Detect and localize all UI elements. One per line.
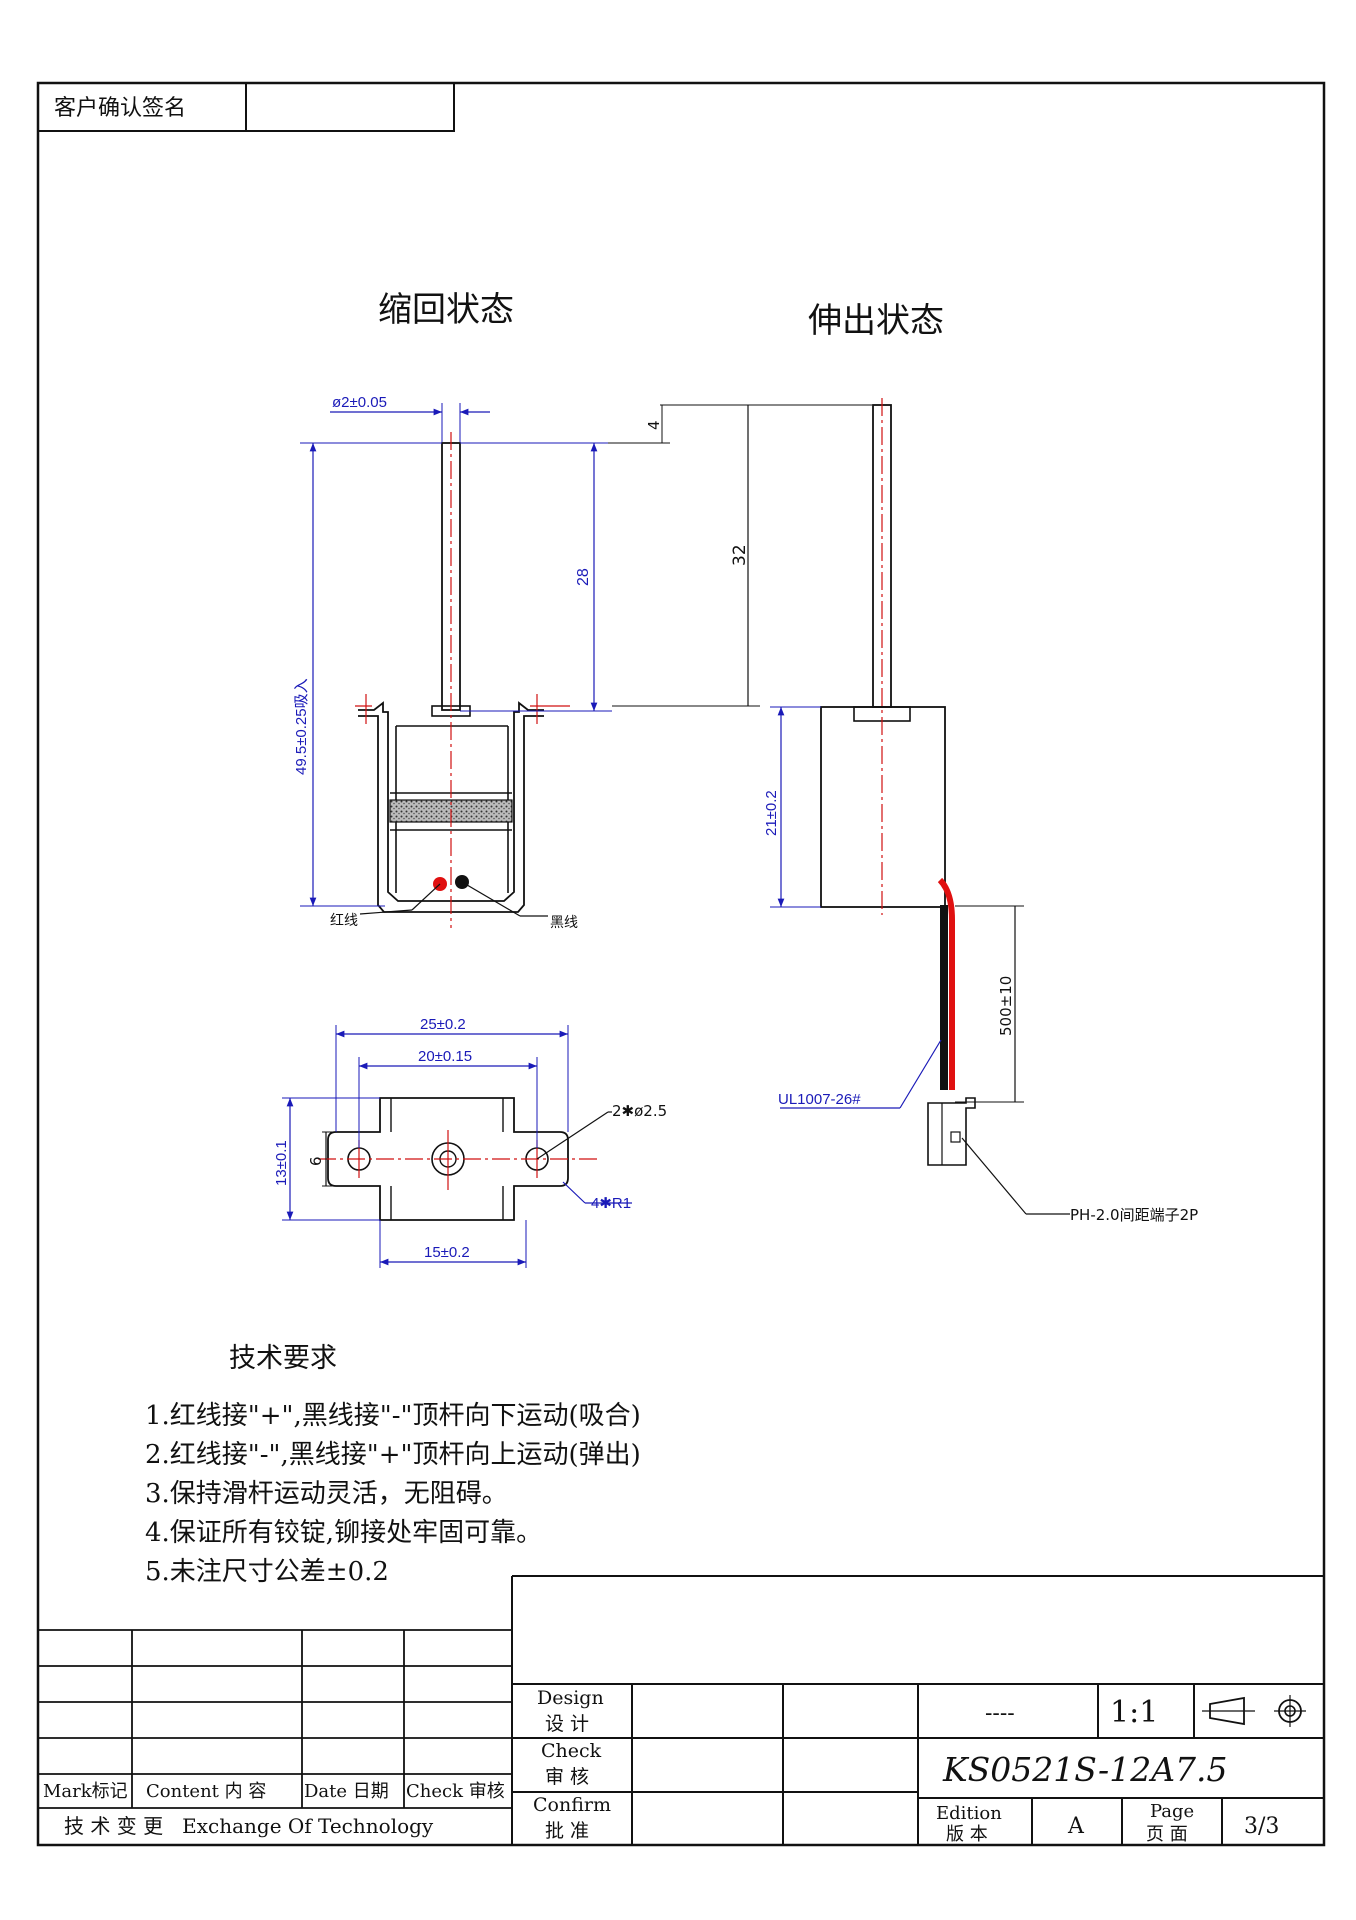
tech-requirement-3: 3.保持滑杆运动灵活，无阻碍。: [145, 1479, 508, 1509]
extended-view-title: 伸出状态: [808, 301, 944, 341]
extended-view: 32 21±0.2 500±10 UL1007-26# PH-2.0间距端子2P: [612, 398, 1198, 1224]
dim-base-height: 13±0.1: [273, 1140, 290, 1186]
customer-signature-box: 客户确认签名: [37, 82, 455, 132]
dim-overall-height: 49.5±0.25吸入: [293, 678, 310, 775]
black-wire-label: 黑线: [550, 915, 578, 931]
part-number: KS0521S-12A7.5: [942, 1750, 1228, 1789]
dim-extended-length: 32: [730, 544, 750, 566]
dim-body-height: 21±0.2: [763, 790, 780, 836]
edition-label-cn: 版 本: [946, 1824, 988, 1845]
dim-rod-diameter: ø2±0.05: [332, 394, 387, 411]
projection-symbol-icon: [1202, 1695, 1306, 1727]
tech-requirement-2: 2.红线接"-",黑线接"+"顶杆向上运动(弹出): [145, 1440, 641, 1470]
dim-stroke: 4: [645, 420, 663, 430]
dim-width-outer: 25±0.2: [420, 1016, 466, 1033]
page-label-en: Page: [1150, 1801, 1194, 1822]
retracted-view-title: 缩回状态: [378, 290, 514, 330]
drawing-border: [36, 81, 1326, 1847]
dim-center-height: 6: [307, 1156, 325, 1166]
page-value: 3/3: [1244, 1814, 1279, 1839]
dim-wire-length: 500±10: [997, 976, 1015, 1036]
ph-connector: [927, 1097, 976, 1166]
col-check: Check 审核: [406, 1781, 505, 1802]
dim-base-width: 15±0.2: [424, 1244, 470, 1261]
title-block: Mark标记 Content 内 容 Date 日期 Check 审核 技 术 …: [38, 1575, 1324, 1845]
tech-requirement-1: 1.红线接"+",黑线接"-"顶杆向下运动(吸合): [145, 1401, 641, 1431]
check-label-cn: 审 核: [545, 1766, 589, 1788]
edition-value: A: [1067, 1814, 1085, 1839]
red-wire: [937, 877, 955, 1090]
dim-holes: 2✱ø2.5: [612, 1102, 667, 1120]
design-label-en: Design: [537, 1687, 604, 1709]
tech-requirements: 技术要求 1.红线接"+",黑线接"-"顶杆向下运动(吸合) 2.红线接"-",…: [145, 1343, 641, 1587]
col-content: Content 内 容: [146, 1781, 266, 1802]
design-label-cn: 设 计: [545, 1713, 589, 1735]
base-plate-view: 25±0.2 20±0.15 13±0.1 6 15±0.2 2✱ø2.5 4✱…: [273, 1016, 667, 1268]
confirm-label-cn: 批 准: [545, 1820, 589, 1842]
material-field: ----: [985, 1701, 1015, 1726]
dim-rod-length: 28: [575, 568, 592, 586]
wire-spec-label: UL1007-26#: [778, 1091, 861, 1108]
tech-requirements-title: 技术要求: [229, 1343, 337, 1374]
base-plate-outline: [327, 1097, 569, 1221]
tech-requirement-4: 4.保证所有铰锭,铆接处牢固可靠。: [145, 1518, 542, 1548]
page-label-cn: 页 面: [1146, 1824, 1188, 1845]
dim-radius: 4✱R1: [591, 1195, 631, 1212]
red-wire-label: 红线: [330, 913, 358, 929]
col-date: Date 日期: [304, 1781, 389, 1802]
retracted-view: ø2±0.05 49.5±0.25吸入 28 4 红线 黑线: [293, 394, 750, 931]
col-mark: Mark标记: [43, 1781, 128, 1802]
check-label-en: Check: [541, 1740, 602, 1762]
dim-hole-spacing: 20±0.15: [418, 1048, 472, 1065]
scale-value: 1:1: [1110, 1695, 1158, 1730]
edition-label-en: Edition: [936, 1803, 1002, 1824]
confirm-label-en: Confirm: [533, 1794, 611, 1816]
tech-requirement-5: 5.未注尺寸公差±0.2: [145, 1557, 389, 1587]
solenoid-body: [820, 706, 946, 908]
exchange-of-technology: 技 术 变 更 Exchange Of Technology: [64, 1814, 434, 1838]
customer-signature-label: 客户确认签名: [54, 96, 186, 121]
connector-label: PH-2.0间距端子2P: [1070, 1206, 1198, 1224]
